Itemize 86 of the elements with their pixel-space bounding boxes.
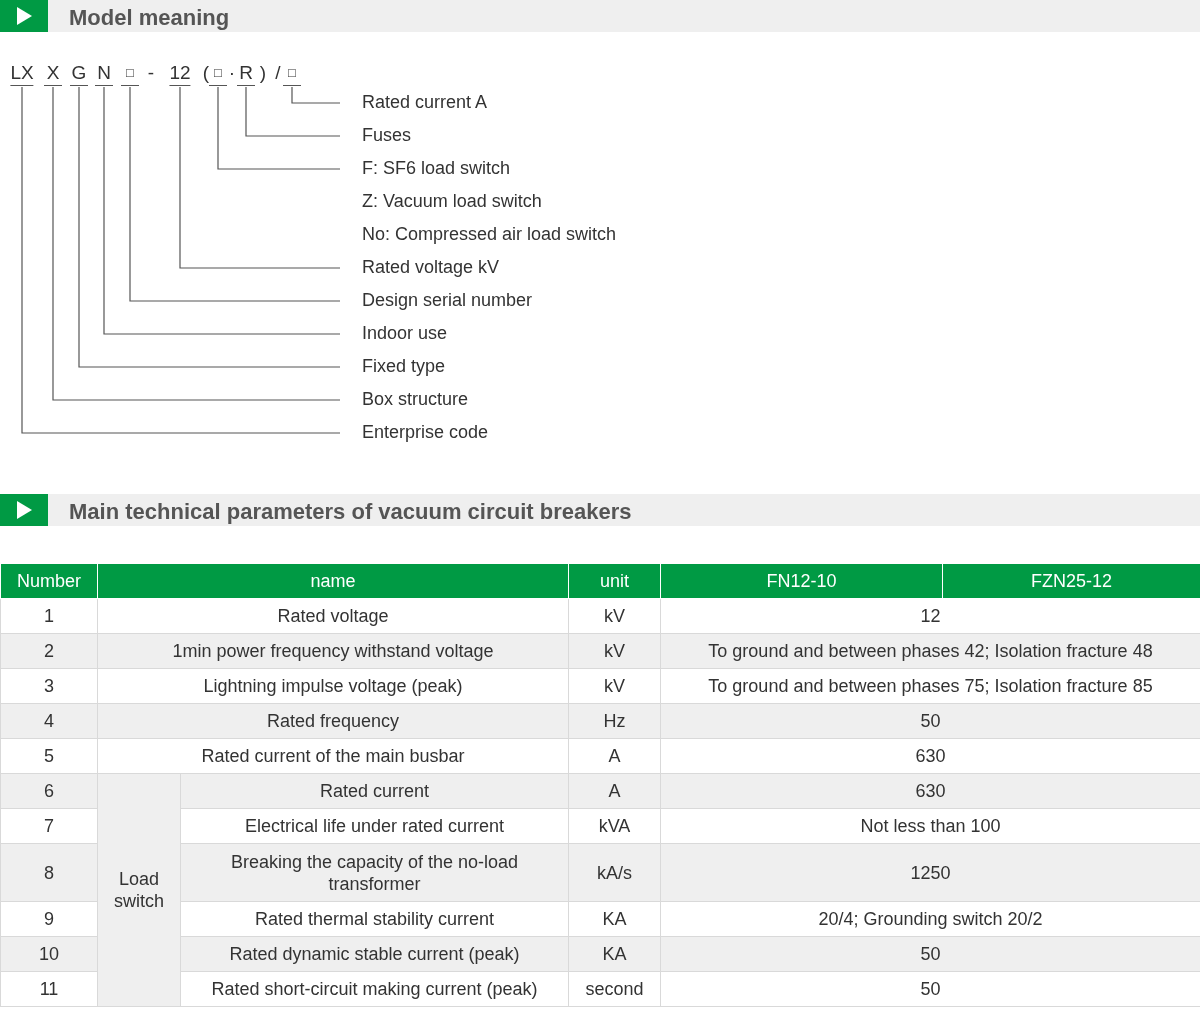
table-cell: Not less than 100 (660, 808, 1200, 844)
code-description: Indoor use (362, 322, 448, 344)
table-cell: To ground and between phases 75; Isolation fracture 85 (660, 668, 1200, 704)
table-cell: Rated voltage (97, 598, 569, 634)
table-cell: 630 (660, 773, 1200, 809)
table-cell: 1min power frequency withstand voltage (97, 633, 569, 669)
model-code-segment: 12 (169, 62, 191, 86)
table-cell: 9 (0, 901, 98, 937)
section-heading: Model meaning (69, 4, 230, 32)
model-code-segment: LX (10, 62, 34, 86)
code-description: Fuses (362, 124, 412, 146)
table-cell: 8 (0, 843, 98, 902)
table-cell: Rated current (180, 773, 569, 809)
table-cell: 50 (660, 703, 1200, 739)
code-description: Rated current A (362, 91, 488, 113)
model-code-segment: R (237, 62, 255, 86)
table-cell: 4 (0, 703, 98, 739)
table-cell: 12 (660, 598, 1200, 634)
table-cell: kVA (568, 808, 661, 844)
table-cell: 50 (660, 936, 1200, 972)
code-description: Design serial number (362, 289, 533, 311)
leader-line (291, 86, 341, 104)
model-code-segment: X (44, 62, 62, 86)
model-code-segment: N (95, 62, 113, 86)
table-cell: 10 (0, 936, 98, 972)
code-description: No: Compressed air load switch (362, 223, 617, 245)
code-separator: ( (202, 62, 210, 85)
table-cell: 630 (660, 738, 1200, 774)
table-cell: Rated current of the main busbar (97, 738, 569, 774)
table-cell: 3 (0, 668, 98, 704)
table-cell: Rated thermal stability current (180, 901, 569, 937)
table-cell: 1 (0, 598, 98, 634)
table-cell: 50 (660, 971, 1200, 1007)
header-cell: FN12-10 (660, 563, 943, 599)
header-cell: FZN25-12 (942, 563, 1200, 599)
table-cell: 2 (0, 633, 98, 669)
header-cell: unit (568, 563, 661, 599)
table-cell: 11 (0, 971, 98, 1007)
table-cell: A (568, 773, 661, 809)
table-cell: Rated frequency (97, 703, 569, 739)
table-cell: 20/4; Grounding switch 20/2 (660, 901, 1200, 937)
code-separator: / (275, 62, 281, 85)
model-code-segment: □ (121, 62, 139, 86)
table-cell: kV (568, 633, 661, 669)
code-description: Fixed type (362, 355, 446, 377)
table-cell: Lightning impulse voltage (peak) (97, 668, 569, 704)
model-code-segment: □ (209, 62, 227, 86)
table-cell: kV (568, 668, 661, 704)
code-separator: - (147, 62, 155, 85)
section-heading: Main technical parameters of vacuum circuit breakers (69, 498, 632, 526)
header-cell: Number (0, 563, 98, 599)
table-cell: Rated short-circuit making current (peak) (180, 971, 569, 1007)
table-cell: 6 (0, 773, 98, 809)
leader-line (245, 86, 341, 137)
leader-line (21, 86, 341, 434)
table-cell: kA/s (568, 843, 661, 902)
leader-line (78, 86, 341, 368)
code-description: Box structure (362, 388, 469, 410)
leader-line (217, 86, 341, 170)
code-description: Rated voltage kV (362, 256, 500, 278)
table-cell: 1250 (660, 843, 1200, 902)
header-cell: name (97, 563, 569, 599)
leader-line (103, 86, 341, 335)
table-cell: second (568, 971, 661, 1007)
model-code-segment: G (70, 62, 88, 86)
table-cell: Rated dynamic stable current (peak) (180, 936, 569, 972)
leader-line (129, 86, 341, 302)
code-separator: ) (259, 62, 267, 85)
table-cell: Electrical life under rated current (180, 808, 569, 844)
leader-line (52, 86, 341, 401)
table-cell: KA (568, 936, 661, 972)
table-cell: 5 (0, 738, 98, 774)
table-cell: kV (568, 598, 661, 634)
table-cell: Breaking the capacity of the no-load transformer (180, 843, 569, 902)
model-code-segment: □ (283, 62, 301, 86)
table-cell: Load switch (97, 773, 181, 1007)
table-cell: A (568, 738, 661, 774)
code-description: Enterprise code (362, 421, 489, 443)
table-cell: 7 (0, 808, 98, 844)
code-description: Z: Vacuum load switch (362, 190, 542, 212)
table-cell: To ground and between phases 42; Isolation fracture 48 (660, 633, 1200, 669)
code-separator: · (228, 62, 236, 85)
table-cell: Hz (568, 703, 661, 739)
code-description: F: SF6 load switch (362, 157, 511, 179)
leader-line (179, 86, 341, 269)
table-cell: KA (568, 901, 661, 937)
